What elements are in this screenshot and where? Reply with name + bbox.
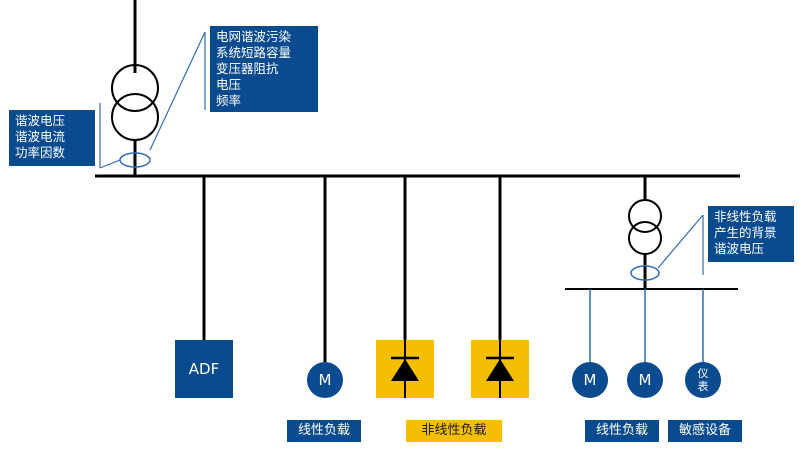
- main-transformer-upper-winding: [111, 64, 159, 112]
- background-line-3: 谐波电压: [714, 241, 765, 256]
- branch-measurement-ring: [630, 265, 660, 281]
- measurement-line-3: 功率因数: [15, 145, 66, 160]
- grid-box-leader: [149, 31, 206, 151]
- background-box-leader: [657, 214, 704, 269]
- linear-load-label: 线性负载: [287, 420, 361, 442]
- grid-factor-line-2: 系统短路容量: [216, 45, 292, 60]
- branch-transformer-lower-winding: [628, 221, 662, 255]
- diode-icon: [486, 340, 514, 398]
- branch-transformer-upper-winding: [628, 199, 662, 233]
- diode-icon: [391, 340, 419, 398]
- nonlinear-diode-2: [471, 340, 529, 398]
- grid-factor-line-1: 电网谐波污染: [216, 29, 292, 44]
- grid-factors-box: 电网谐波污染 系统短路容量 变压器阻抗 电压 频率: [210, 26, 318, 112]
- linear-motor-branch-1: M: [572, 362, 608, 398]
- branch-linear-load-label: 线性负载: [585, 420, 659, 442]
- grid-factor-line-3: 变压器阻抗: [216, 61, 279, 76]
- background-line-2: 产生的背景: [714, 225, 777, 240]
- linear-motor-branch-2: M: [627, 362, 663, 398]
- sensitive-equipment-label: 敏感设备: [668, 420, 742, 442]
- adf-box: ADF: [175, 340, 233, 398]
- measurement-line-2: 谐波电流: [15, 129, 66, 144]
- grid-factor-line-4: 电压: [216, 77, 242, 92]
- background-harmonics-box: 非线性负载 产生的背景 谐波电压: [708, 206, 794, 262]
- background-line-1: 非线性负载: [714, 209, 777, 224]
- measurement-box: 谐波电压 谐波电流 功率因数: [9, 110, 95, 166]
- main-transformer-lower-winding: [111, 93, 159, 141]
- linear-motor: M: [307, 362, 343, 398]
- meter-char-1: 仪: [697, 367, 709, 380]
- sensitive-meter: 仪 表: [685, 362, 721, 398]
- meter-char-2: 表: [697, 380, 709, 393]
- measurement-line-1: 谐波电压: [15, 113, 66, 128]
- nonlinear-load-label: 非线性负载: [406, 420, 502, 442]
- grid-factor-line-5: 频率: [216, 93, 242, 108]
- nonlinear-diode-1: [376, 340, 434, 398]
- measure-box-leader: [99, 159, 121, 169]
